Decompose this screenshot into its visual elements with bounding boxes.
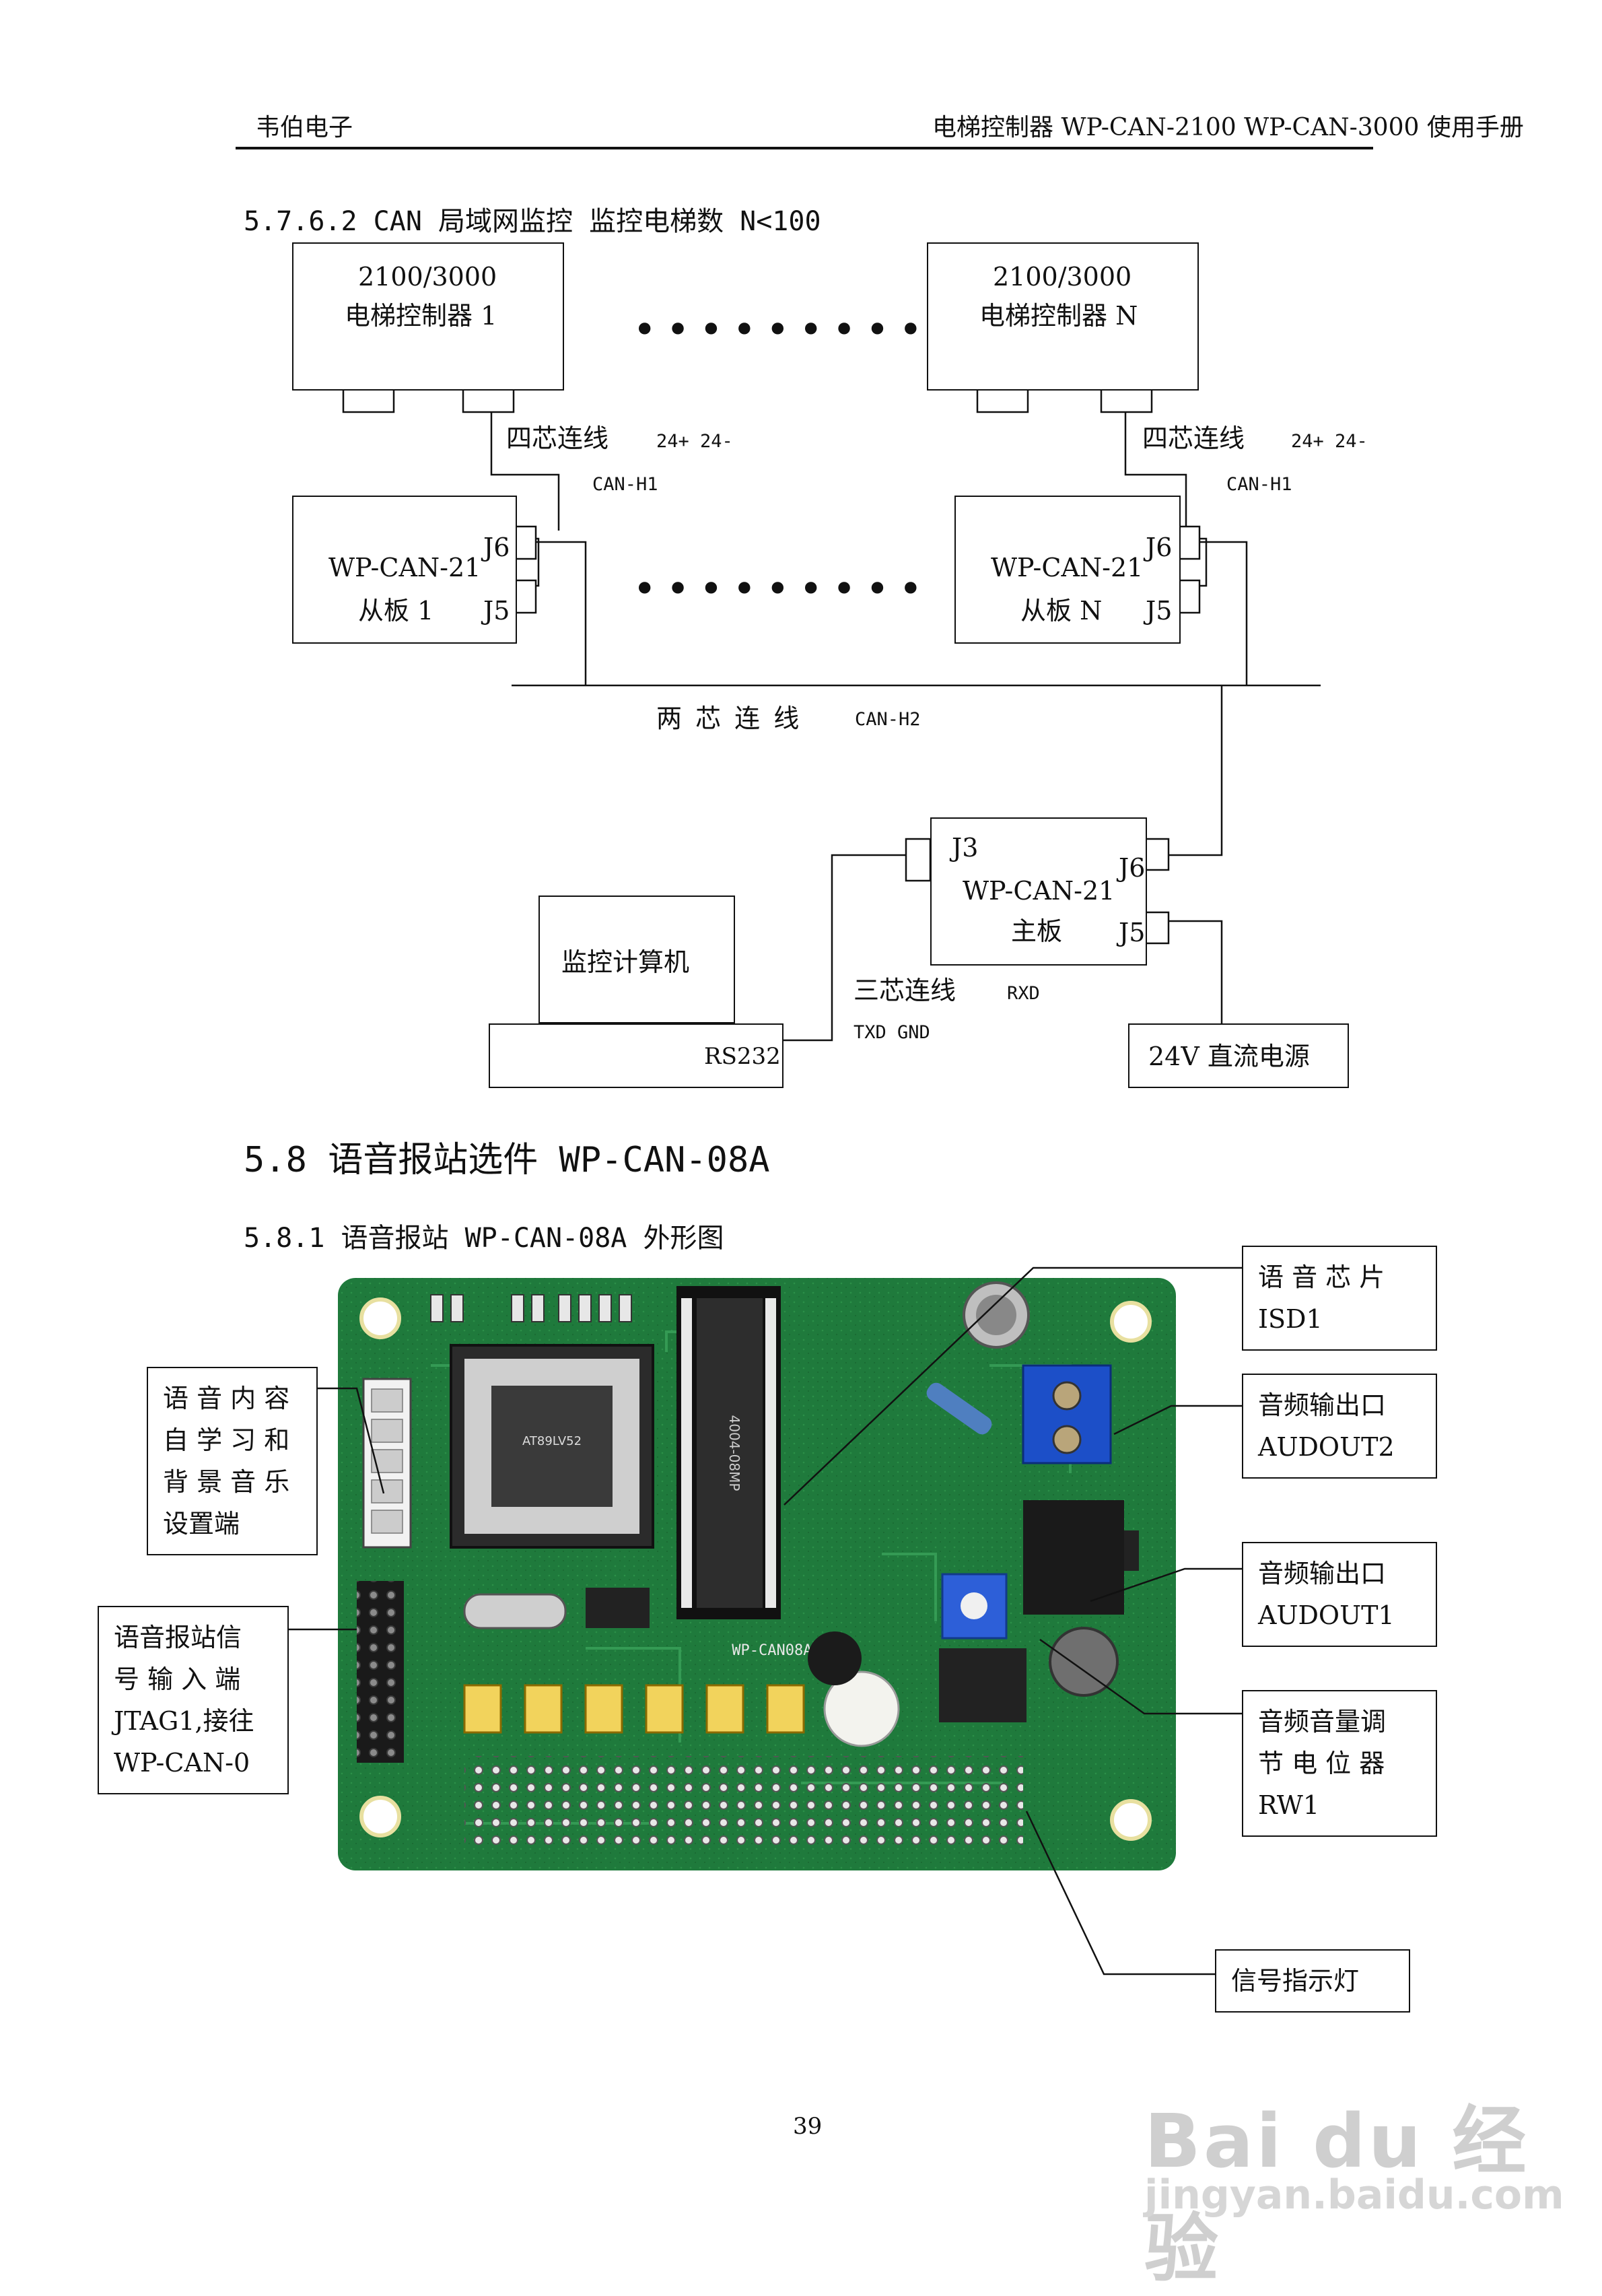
connection-lines <box>342 388 1321 1042</box>
rxd-label: RXD <box>1007 983 1040 1004</box>
txd-gnd-label: TXD GND <box>854 1022 930 1043</box>
two-core-label: 两 芯 连 线 <box>656 704 802 733</box>
label-isd1: 语 音 芯 片 ISD1 <box>1242 1246 1437 1351</box>
elevator-controller-n: 2100/3000 电梯控制器 N <box>927 242 1199 391</box>
isd-chip-text: 4004-08MP <box>726 1415 742 1491</box>
power-label-1: 24+ 24- <box>656 431 733 452</box>
baidu-watermark-url: jingyan.baidu.com <box>1144 2171 1564 2219</box>
page-number: 39 <box>793 2113 823 2140</box>
label-rw1: 音频音量调 节 电 位 器 RW1 <box>1242 1690 1437 1837</box>
ellipsis-controllers: ••••••••• <box>633 306 932 353</box>
baidu-watermark-logo: Bai du 经验 <box>1144 2098 1529 2292</box>
mcu-text: AT89LV52 <box>522 1434 582 1448</box>
elevator-controller-1: 2100/3000 电梯控制器 1 <box>292 242 564 391</box>
master-board: J3 WP-CAN-21 主板 J6 J5 <box>930 817 1147 966</box>
label-audout1: 音频输出口 AUDOUT1 <box>1242 1542 1437 1647</box>
slave-board-1: WP-CAN-21 从板 1 J6 J5 <box>292 496 517 644</box>
dc-power-supply: 24V 直流电源 <box>1128 1023 1349 1088</box>
ellipsis-slaves: ••••••••• <box>633 566 932 613</box>
section-5762-title: 5.7.6.2 CAN 局域网监控 监控电梯数 N<100 <box>244 206 821 237</box>
can-h1-label-1: CAN-H1 <box>592 474 658 495</box>
callout-lines <box>288 1267 1242 1976</box>
can-h2-label: CAN-H2 <box>855 709 921 730</box>
header-right: 电梯控制器 WP-CAN-2100 WP-CAN-3000 使用手册 <box>932 114 1524 141</box>
label-audout2: 音频输出口 AUDOUT2 <box>1242 1374 1437 1479</box>
label-voice-setting: 语 音 内 容 自 学 习 和 背 景 音 乐 设置端 <box>147 1367 318 1555</box>
section-58-title: 5.8 语音报站选件 WP-CAN-08A <box>244 1140 770 1180</box>
can-h1-label-n: CAN-H1 <box>1226 474 1292 495</box>
power-label-n: 24+ 24- <box>1291 431 1368 452</box>
slave-board-n: WP-CAN-21 从板 N J6 J5 <box>954 496 1181 644</box>
label-jtag1: 语音报站信 号 输 入 端 JTAG1,接往 WP-CAN-0 <box>98 1606 289 1794</box>
four-core-label-n: 四芯连线 <box>1142 424 1245 453</box>
header-rule <box>236 147 1373 149</box>
label-signal-led: 信号指示灯 <box>1215 1949 1410 2013</box>
computer-base: RS232 <box>489 1023 783 1088</box>
monitor-computer: 监控计算机 <box>538 896 735 1023</box>
header-left: 韦伯电子 <box>256 114 353 141</box>
four-core-label-1: 四芯连线 <box>506 424 609 453</box>
section-581-title: 5.8.1 语音报站 WP-CAN-08A 外形图 <box>244 1223 724 1254</box>
pcb-photo: AT89LV52 4004-08MP WP-CAN08A Ver1 <box>338 1278 1176 1870</box>
three-core-label: 三芯连线 <box>854 976 956 1005</box>
